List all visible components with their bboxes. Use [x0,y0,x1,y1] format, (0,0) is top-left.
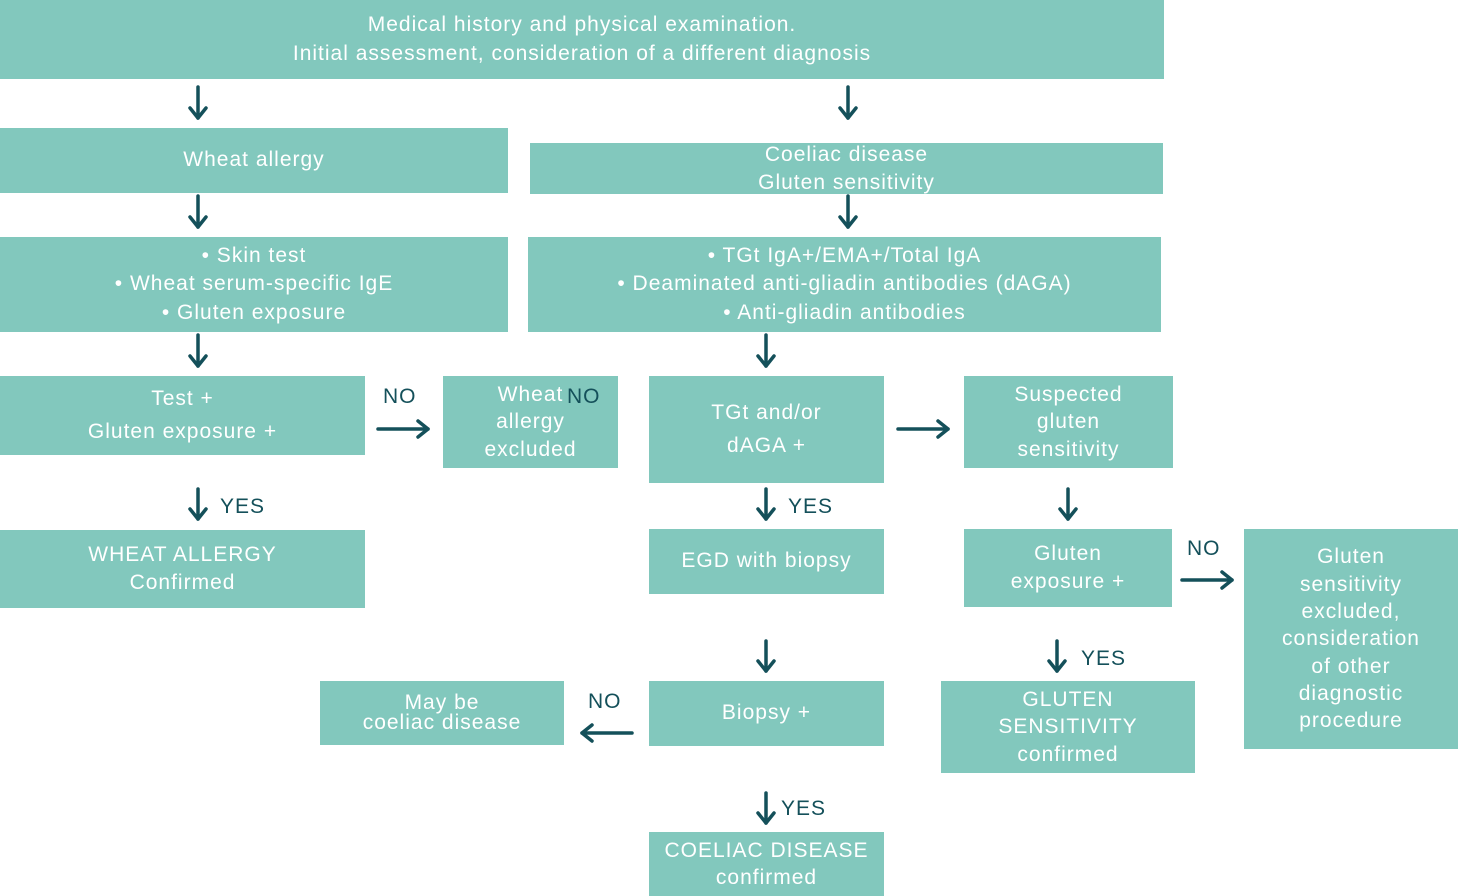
arrow-right-suspected [896,419,950,439]
arrow-down-coeliac-tests [838,194,858,229]
label-no-biopsy: NO [588,690,622,713]
box-coeliac-gluten-line-1: Coeliac disease [764,143,929,167]
box-suspected-gs-line-3: sensitivity [1017,437,1120,461]
box-wheat-confirmed-line-2: Confirmed [129,571,236,594]
box-gs-excluded-line-7: procedure [1299,709,1403,733]
box-gluten-exposure-line-2: exposure + [1010,570,1126,593]
box-wheat-allergy: Wheat allergy [0,128,508,193]
box-may-be-line-2: coeliac disease [362,711,522,734]
box-gs-excluded-line-1: Gluten [1317,545,1385,569]
box-test-plus: Test + Gluten exposure + [0,376,365,455]
box-coeliac-tests-line-1: • TGt IgA+/EMA+/Total IgA [707,243,982,267]
box-history-line-1: Medical history and physical examination… [367,13,797,37]
box-wheat-tests-line-1: • Skin test [201,243,307,267]
arrow-down-wheat-tests [188,194,208,229]
arrow-down-history-coeliac [838,85,858,120]
box-gs-excluded-line-4: consideration [1282,627,1420,651]
box-test-plus-line-1: Test + [151,386,214,410]
arrow-down-biopsy [756,639,776,673]
box-coeliac-confirmed-line-2: confirmed [715,866,818,889]
box-coeliac-tests: • TGt IgA+/EMA+/Total IgA • Deaminated a… [528,237,1161,332]
label-yes-gluten-exposure: YES [1081,647,1127,670]
box-gs-excluded-line-3: excluded, [1301,600,1401,624]
box-gs-excluded-line-5: of other [1311,654,1391,678]
arrow-down-tgt [756,333,776,368]
box-gs-excluded-line-2: sensitivity [1299,572,1403,596]
box-suspected-gs-line-1: Suspected [1014,383,1123,407]
label-no-gluten-exposure: NO [1187,537,1221,560]
arrow-down-gs-confirmed [1047,639,1067,673]
box-gluten-exposure: Gluten exposure + [964,529,1172,607]
box-wheat-tests-line-3: • Gluten exposure [161,300,347,324]
box-history-line-2: Initial assessment, consideration of a d… [292,41,872,65]
box-biopsy-line-1: Biopsy + [721,701,812,725]
label-no-wheat: NO [383,385,417,408]
box-may-be-line-1: May be [404,691,480,715]
box-wheat-excluded-line-2: allergy [496,410,565,434]
box-suspected-gs: Suspected gluten sensitivity [964,376,1173,468]
box-suspected-gs-line-2: gluten [1036,410,1101,434]
arrow-down-history-wheat [188,85,208,120]
label-yes-biopsy: YES [781,797,827,820]
box-coeliac-gluten-line-2: Gluten sensitivity [758,170,935,194]
label-yes-tgt: YES [788,495,834,518]
arrow-right-wheat-excluded [376,419,430,439]
label-yes-wheat: YES [220,495,266,518]
arrow-down-egd [756,487,776,521]
arrow-right-gs-excluded [1180,570,1234,590]
box-gs-excluded-line-6: diagnostic [1298,681,1404,705]
box-wheat-excluded-line-1: Wheat [497,383,564,407]
box-gs-excluded: Gluten sensitivity excluded, considerati… [1244,529,1458,749]
box-tgt-daga: TGt and/or dAGA + [649,376,884,483]
box-egd: EGD with biopsy [649,529,884,594]
box-wheat-confirmed-line-1: WHEAT ALLERGY [88,542,277,566]
box-coeliac-confirmed: COELIAC DISEASE confirmed [649,832,884,896]
box-gs-confirmed-line-1: GLUTEN [1022,688,1114,712]
box-history: Medical history and physical examination… [0,0,1164,79]
box-test-plus-line-2: Gluten exposure + [87,419,278,443]
box-may-be: May be coeliac disease [320,681,564,745]
box-wheat-tests-line-2: • Wheat serum-specific IgE [114,272,394,296]
box-egd-line-1: EGD with biopsy [681,549,852,573]
box-wheat-allergy-line-1: Wheat allergy [183,148,325,172]
box-wheat-confirmed: WHEAT ALLERGY Confirmed [0,530,365,608]
box-wheat-tests: • Skin test • Wheat serum-specific IgE •… [0,237,508,332]
box-coeliac-gluten: Coeliac disease Gluten sensitivity [530,143,1163,194]
box-coeliac-tests-line-3: • Anti-gliadin antibodies [723,300,966,324]
arrow-left-may-be [580,723,634,743]
box-gs-confirmed-line-2: SENSITIVITY [998,715,1138,739]
arrow-down-coeliac-confirmed [756,791,776,825]
box-wheat-excluded-line-3: excluded [484,437,577,461]
box-gs-confirmed: GLUTEN SENSITIVITY confirmed [941,681,1195,773]
box-tgt-daga-line-2: dAGA + [727,433,806,457]
arrow-down-gluten-exposure [1058,487,1078,521]
box-tgt-daga-line-1: TGt and/or [711,400,822,424]
box-gs-confirmed-line-3: confirmed [1017,742,1119,766]
arrow-down-wheat-confirmed [188,487,208,521]
label-no-wheat-overlap: NO [567,385,601,408]
box-biopsy: Biopsy + [649,681,884,746]
arrow-down-test-plus [188,333,208,368]
box-gluten-exposure-line-1: Gluten [1034,541,1102,565]
box-wheat-excluded: Wheat allergy excluded [443,376,618,468]
box-coeliac-tests-line-2: • Deaminated anti-gliadin antibodies (dA… [617,272,1072,296]
box-coeliac-confirmed-line-1: COELIAC DISEASE [664,838,869,862]
